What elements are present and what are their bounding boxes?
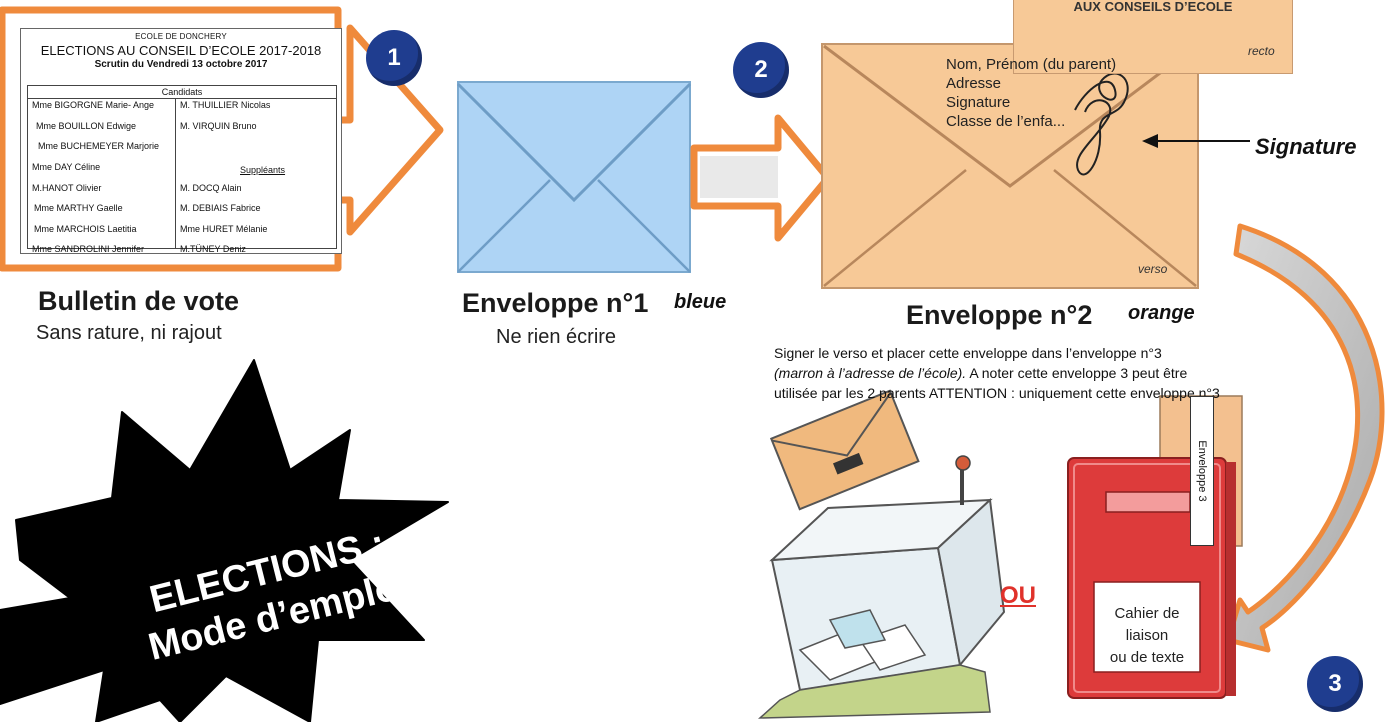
envelope2-line: Signature [946,94,1011,111]
envelope2-color: orange [1128,302,1195,324]
substitute-name: M. DEBIAIS Fabrice [180,203,261,213]
envelope2-line: Classe de l’enfa... [946,113,1066,130]
candidate-name: Mme DAY Céline [32,162,101,172]
candidate-name: Mme BUCHEMEYER Marjorie [38,141,160,151]
envelope1-caption: Enveloppe n°1 [462,288,649,318]
blue-envelope [456,81,692,273]
substitute-name: Mme HURET Mélanie [180,224,268,234]
recto-card: AUX CONSEILS D’ECOLE recto [1013,0,1293,74]
candidate-name: Mme SANDROLINI Jennifer [32,244,145,254]
ballot-subcaption: Sans rature, ni rajout [36,322,222,344]
substitute-name: M.TÜNEY Deniz [180,244,246,254]
envelope2-line: Adresse [946,75,1002,92]
candidate-name: Mme BIGORGNE Marie- Ange [32,100,155,110]
envelope2-caption: Enveloppe n°2 [906,300,1093,330]
envelope1-subcaption: Ne rien écrire [496,326,617,348]
recto-title: AUX CONSEILS D’ECOLE [1073,0,1233,14]
notebook-line: liaison [1125,627,1169,644]
substitutes-header: Suppléants [240,165,286,175]
instructions-line-1: Signer le verso et placer cette envelopp… [774,345,1162,361]
notebook-label: Cahier de liaison ou de texte [1097,603,1197,669]
envelope2-address-lines: Nom, Prénom (du parent) Adresse Signatur… [946,55,1116,131]
candidate-name: M. VIRQUIN Bruno [180,121,257,131]
candidate-name: M. THUILLIER Nicolas [180,100,271,110]
or-label: OU [1000,582,1036,609]
signature-label: Signature [1255,134,1357,159]
ballot-title: ELECTIONS AU CONSEIL D’ECOLE 2017-2018 [40,42,322,58]
step-1-badge: 1 [366,30,422,86]
envelope3-tag: Enveloppe 3 [1190,396,1214,546]
instructions-line-3: utilisée par les 2 parents ATTENTION : u… [774,385,1220,401]
star-burst [0,359,449,722]
substitute-name: M. DOCQ Alain [180,183,242,193]
ballot-caption: Bulletin de vote [38,286,240,316]
candidate-name: Mme MARCHOIS Laetitia [34,224,137,234]
instructions: Signer le verso et placer cette envelopp… [774,343,1220,403]
recto-label: recto [1248,44,1275,58]
candidates-header: Candidats [28,86,336,99]
instructions-line-2: (marron à l’adresse de l’école). A noter… [774,363,1220,383]
candidates-table: Candidats Mme BIGORGNE Marie- Ange Mme B… [27,85,337,254]
step-3-badge: 3 [1307,656,1363,712]
candidates-right-column: M. THUILLIER Nicolas M. VIRQUIN Bruno Su… [176,99,336,254]
envelope2-line: Nom, Prénom (du parent) [946,56,1117,73]
notebook-line: ou de texte [1109,649,1185,666]
candidate-name: M.HANOT Olivier [32,183,102,193]
arrow-env1-to-env2 [690,114,832,242]
orange-envelope [821,43,1250,289]
curved-arrow-to-step3 [1225,223,1385,653]
ballot-school: ECOLE DE DONCHERY [135,32,227,41]
candidates-left-column: Mme BIGORGNE Marie- Ange Mme BOUILLON Ed… [28,99,176,254]
ballot-box-illustration [757,389,1006,719]
verso-label: verso [1138,262,1168,276]
ballot-date: Scrutin du Vendredi 13 octobre 2017 [94,59,268,71]
envelope1-color: bleue [674,291,727,313]
envelope3-tag-text: Enveloppe 3 [1196,440,1208,502]
candidate-name: Mme MARTHY Gaelle [34,203,123,213]
step-2-badge: 2 [733,42,789,98]
instructions-line-2-italic: (marron à l’adresse de l’école). [774,365,967,381]
candidate-name: Mme BOUILLON Edwige [36,121,137,131]
notebook-line: Cahier de [1114,605,1180,622]
ballot-sheet: ECOLE DE DONCHERY ELECTIONS AU CONSEIL D… [20,28,342,254]
instructions-line-2-rest: A noter cette enveloppe 3 peut être [966,365,1188,381]
